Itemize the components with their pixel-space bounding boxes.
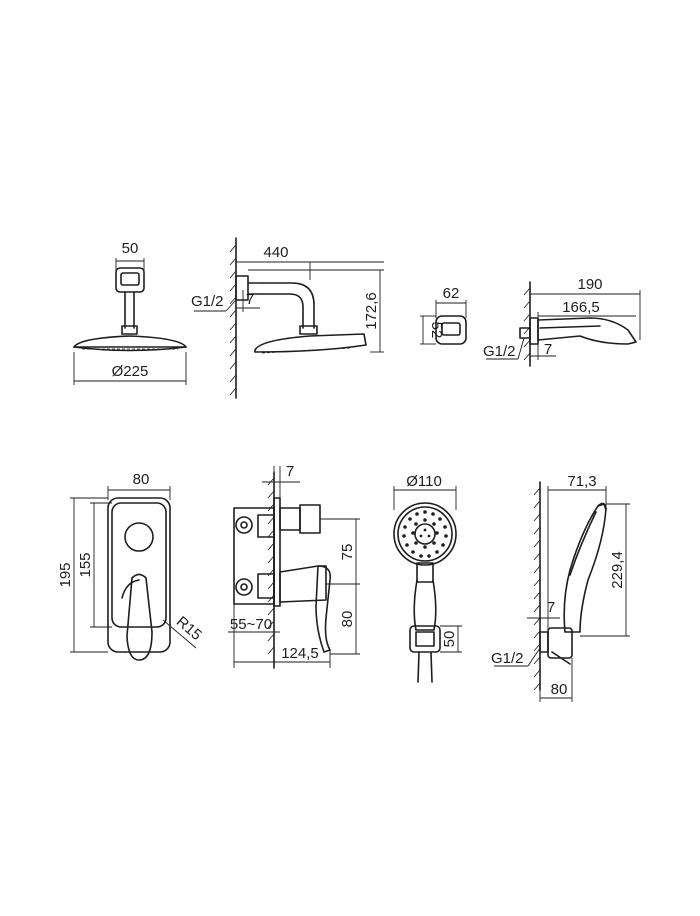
dim-mixer-height-195: 195 — [57, 562, 74, 587]
dim-hand-thread-7: 7 — [547, 599, 555, 616]
dim-thread-depth-7: 7 — [246, 291, 254, 308]
dim-plate-7: 7 — [286, 463, 294, 480]
dim-spout-thread-7: 7 — [544, 341, 552, 358]
dim-spout-body-166-5: 166,5 — [562, 299, 600, 316]
dim-radius-r15: R15 — [173, 613, 205, 644]
mixer-front-view: 80 195 155 R15 — [57, 471, 205, 661]
dim-hand-diameter-110: Ø110 — [406, 473, 442, 490]
dim-mixer-width-80: 80 — [133, 471, 150, 488]
dim-mixer-inner-155: 155 — [77, 552, 94, 577]
hand-shower-side-view: 71,3 229,4 7 G1/2 80 — [491, 473, 630, 702]
dim-arm-length-440: 440 — [263, 244, 288, 261]
dim-install-depth-55-70: 55~70 — [230, 616, 272, 633]
dim-lower-80: 80 — [339, 611, 356, 628]
hand-shower-front-view: Ø110 50 — [393, 473, 462, 683]
dim-holder-50: 50 — [441, 631, 458, 648]
dim-spout-length-190: 190 — [577, 276, 602, 293]
dim-width-50: 50 — [122, 240, 139, 257]
dim-depth-124-5: 124,5 — [281, 645, 319, 662]
label-spout-thread-g1-2: G1/2 — [483, 343, 516, 360]
spout-front-view: 62 52 — [420, 285, 467, 345]
dim-diameter-225: Ø225 — [112, 363, 149, 380]
label-thread-g1-2: G1/2 — [191, 293, 224, 310]
dim-offset-71-3: 71,3 — [567, 473, 596, 490]
dim-upper-75: 75 — [339, 544, 356, 561]
dim-height-172-6: 172,6 — [363, 292, 380, 330]
nozzle-pattern — [402, 510, 448, 558]
dim-spout-width-62: 62 — [443, 285, 460, 302]
overhead-shower-front-view: 50 Ø225 — [73, 240, 187, 385]
dim-height-229-4: 229,4 — [609, 551, 626, 589]
label-hand-thread-g1-2: G1/2 — [491, 650, 524, 667]
dim-spout-height-52: 52 — [428, 322, 445, 339]
overhead-shower-side-view: 440 172,6 G1/2 7 — [191, 237, 384, 399]
spout-side-view: 190 166,5 G1/2 7 — [483, 276, 641, 367]
dim-holder-width-80: 80 — [551, 681, 568, 698]
mixer-side-view: 7 75 80 55~70 124,5 — [228, 463, 360, 669]
